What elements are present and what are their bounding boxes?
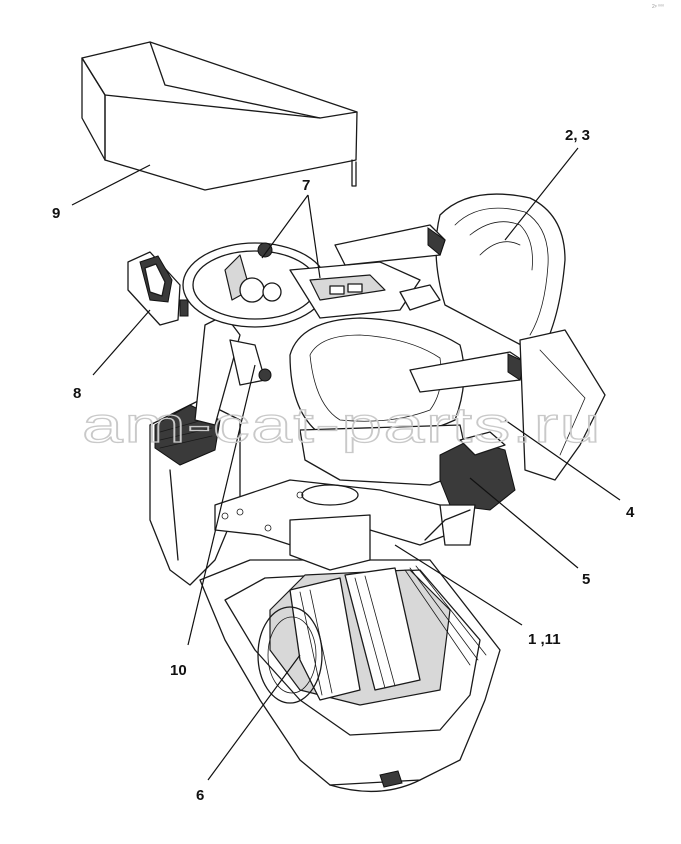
leader-7b — [307, 194, 321, 279]
callout-5: 5 — [582, 571, 590, 588]
watermark-text: am-cat-parts.ru — [82, 397, 602, 453]
leader-1-11 — [394, 544, 523, 626]
base-tub — [199, 559, 501, 793]
leader-4 — [504, 419, 621, 501]
leader-lines — [71, 147, 621, 781]
leader-9 — [71, 164, 151, 206]
corner-code: 2ᵖ ⁰⁰⁰ — [652, 4, 664, 10]
leader-2-3 — [504, 147, 579, 241]
part-2-3-operator-seat — [289, 193, 606, 486]
leader-6 — [207, 654, 301, 781]
callout-8: 8 — [73, 385, 81, 402]
leader-7a — [261, 194, 309, 259]
callout-2-3: 2, 3 — [565, 127, 590, 144]
instrument-panel — [289, 261, 441, 319]
part-8-display-monitor — [127, 251, 189, 326]
callout-6: 6 — [196, 787, 204, 804]
left-console — [149, 399, 241, 586]
leader-10 — [187, 364, 256, 646]
leader-5 — [469, 477, 579, 569]
callout-9: 9 — [52, 205, 60, 222]
callout-10: 10 — [170, 662, 187, 679]
part-5-control-console — [424, 431, 516, 546]
floor-platform — [214, 479, 461, 571]
part-9-cover — [81, 41, 358, 191]
callout-4: 4 — [626, 504, 635, 521]
leader-8 — [92, 309, 151, 376]
callout-1-11: 1 ,11 — [528, 631, 561, 648]
steering-assembly — [182, 242, 328, 426]
callout-7: 7 — [302, 177, 310, 194]
